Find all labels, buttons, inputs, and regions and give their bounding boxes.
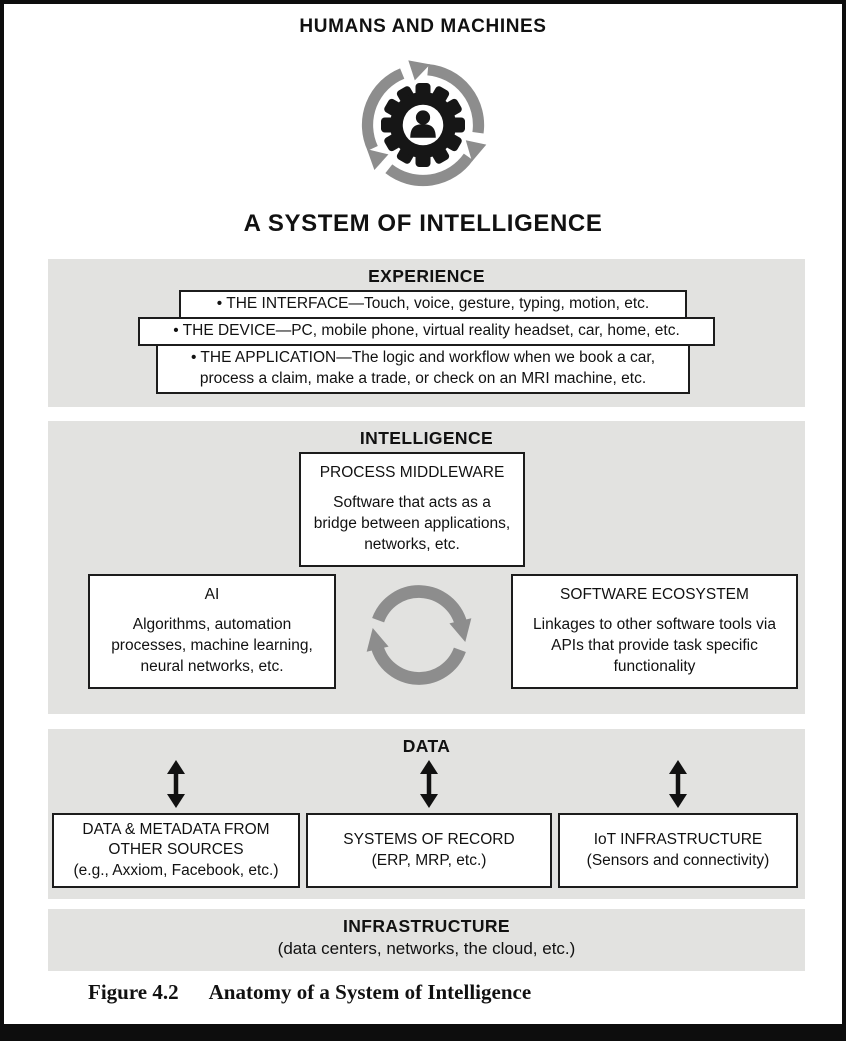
double-headed-arrow-icon <box>669 760 687 808</box>
data-metadata-sources-title: DATA & METADATA FROM OTHER SOURCES <box>82 821 270 859</box>
software-ecosystem-box: SOFTWARE ECOSYSTEM Linkages to other sof… <box>511 574 798 689</box>
iot-infrastructure-subtitle: (Sensors and connectivity) <box>586 851 770 869</box>
section-intelligence: INTELLIGENCE PROCESS MIDDLEWARE Software… <box>48 421 805 714</box>
infrastructure-heading: INFRASTRUCTURE <box>343 916 510 936</box>
experience-interface-box: • THE INTERFACE—Touch, voice, gesture, t… <box>179 290 687 319</box>
process-middleware-title: PROCESS MIDDLEWARE <box>319 464 505 481</box>
ai-title: AI <box>204 586 220 603</box>
data-metadata-sources-box: DATA & METADATA FROM OTHER SOURCES (e.g.… <box>52 813 300 888</box>
human-in-gear-cycle-icon <box>348 50 498 200</box>
diagram-title-humans-and-machines: HUMANS AND MACHINES <box>299 16 547 37</box>
ai-box: AI Algorithms, automation processes, mac… <box>88 574 336 689</box>
human-in-gear-cycle-icon <box>348 50 498 200</box>
intelligence-heading: INTELLIGENCE <box>359 428 494 448</box>
section-infrastructure: INFRASTRUCTURE (data centers, networks, … <box>48 909 805 971</box>
iot-infrastructure-box: IoT INFRASTRUCTURE (Sensors and connecti… <box>558 813 798 888</box>
software-ecosystem-body: Linkages to other software tools via API… <box>533 615 776 675</box>
diagram-title-system-of-intelligence: A SYSTEM OF INTELLIGENCE <box>243 210 603 237</box>
experience-heading: EXPERIENCE <box>368 266 485 286</box>
double-headed-arrow-icon <box>167 760 185 808</box>
data-heading: DATA <box>402 736 451 756</box>
figure-caption: Figure 4.2 Anatomy of a System of Intelli… <box>88 980 531 1005</box>
systems-of-record-subtitle: (ERP, MRP, etc.) <box>371 851 487 869</box>
double-headed-arrow-icon <box>420 760 438 808</box>
systems-of-record-box: SYSTEMS OF RECORD (ERP, MRP, etc.) <box>306 813 552 888</box>
ai-body: Algorithms, automation processes, machin… <box>111 615 313 675</box>
data-metadata-sources-subtitle: (e.g., Axxiom, Facebook, etc.) <box>73 861 279 879</box>
section-data: DATA DATA & METADATA FROM OTHER SOURCES … <box>48 729 805 899</box>
person-icon <box>410 110 436 138</box>
software-ecosystem-title: SOFTWARE ECOSYSTEM <box>560 586 749 603</box>
process-middleware-box: PROCESS MIDDLEWARE Software that acts as… <box>299 452 525 567</box>
process-middleware-body: Software that acts as a bridge between a… <box>313 493 511 553</box>
page-bottom-rule <box>4 1024 842 1037</box>
infrastructure-subtitle: (data centers, networks, the cloud, etc.… <box>277 939 576 958</box>
figure-caption-label: Figure 4.2 <box>88 980 179 1004</box>
figure-caption-text: Anatomy of a System of Intelligence <box>208 980 532 1004</box>
experience-application-box: • THE APPLICATION—The logic and workflow… <box>156 344 690 394</box>
section-experience: EXPERIENCE • THE INTERFACE—Touch, voice,… <box>48 259 805 407</box>
process-cycle-arrows-icon <box>344 560 494 710</box>
iot-infrastructure-title: IoT INFRASTRUCTURE <box>593 831 763 849</box>
systems-of-record-title: SYSTEMS OF RECORD <box>343 831 515 849</box>
experience-device-box: • THE DEVICE—PC, mobile phone, virtual r… <box>138 317 715 346</box>
